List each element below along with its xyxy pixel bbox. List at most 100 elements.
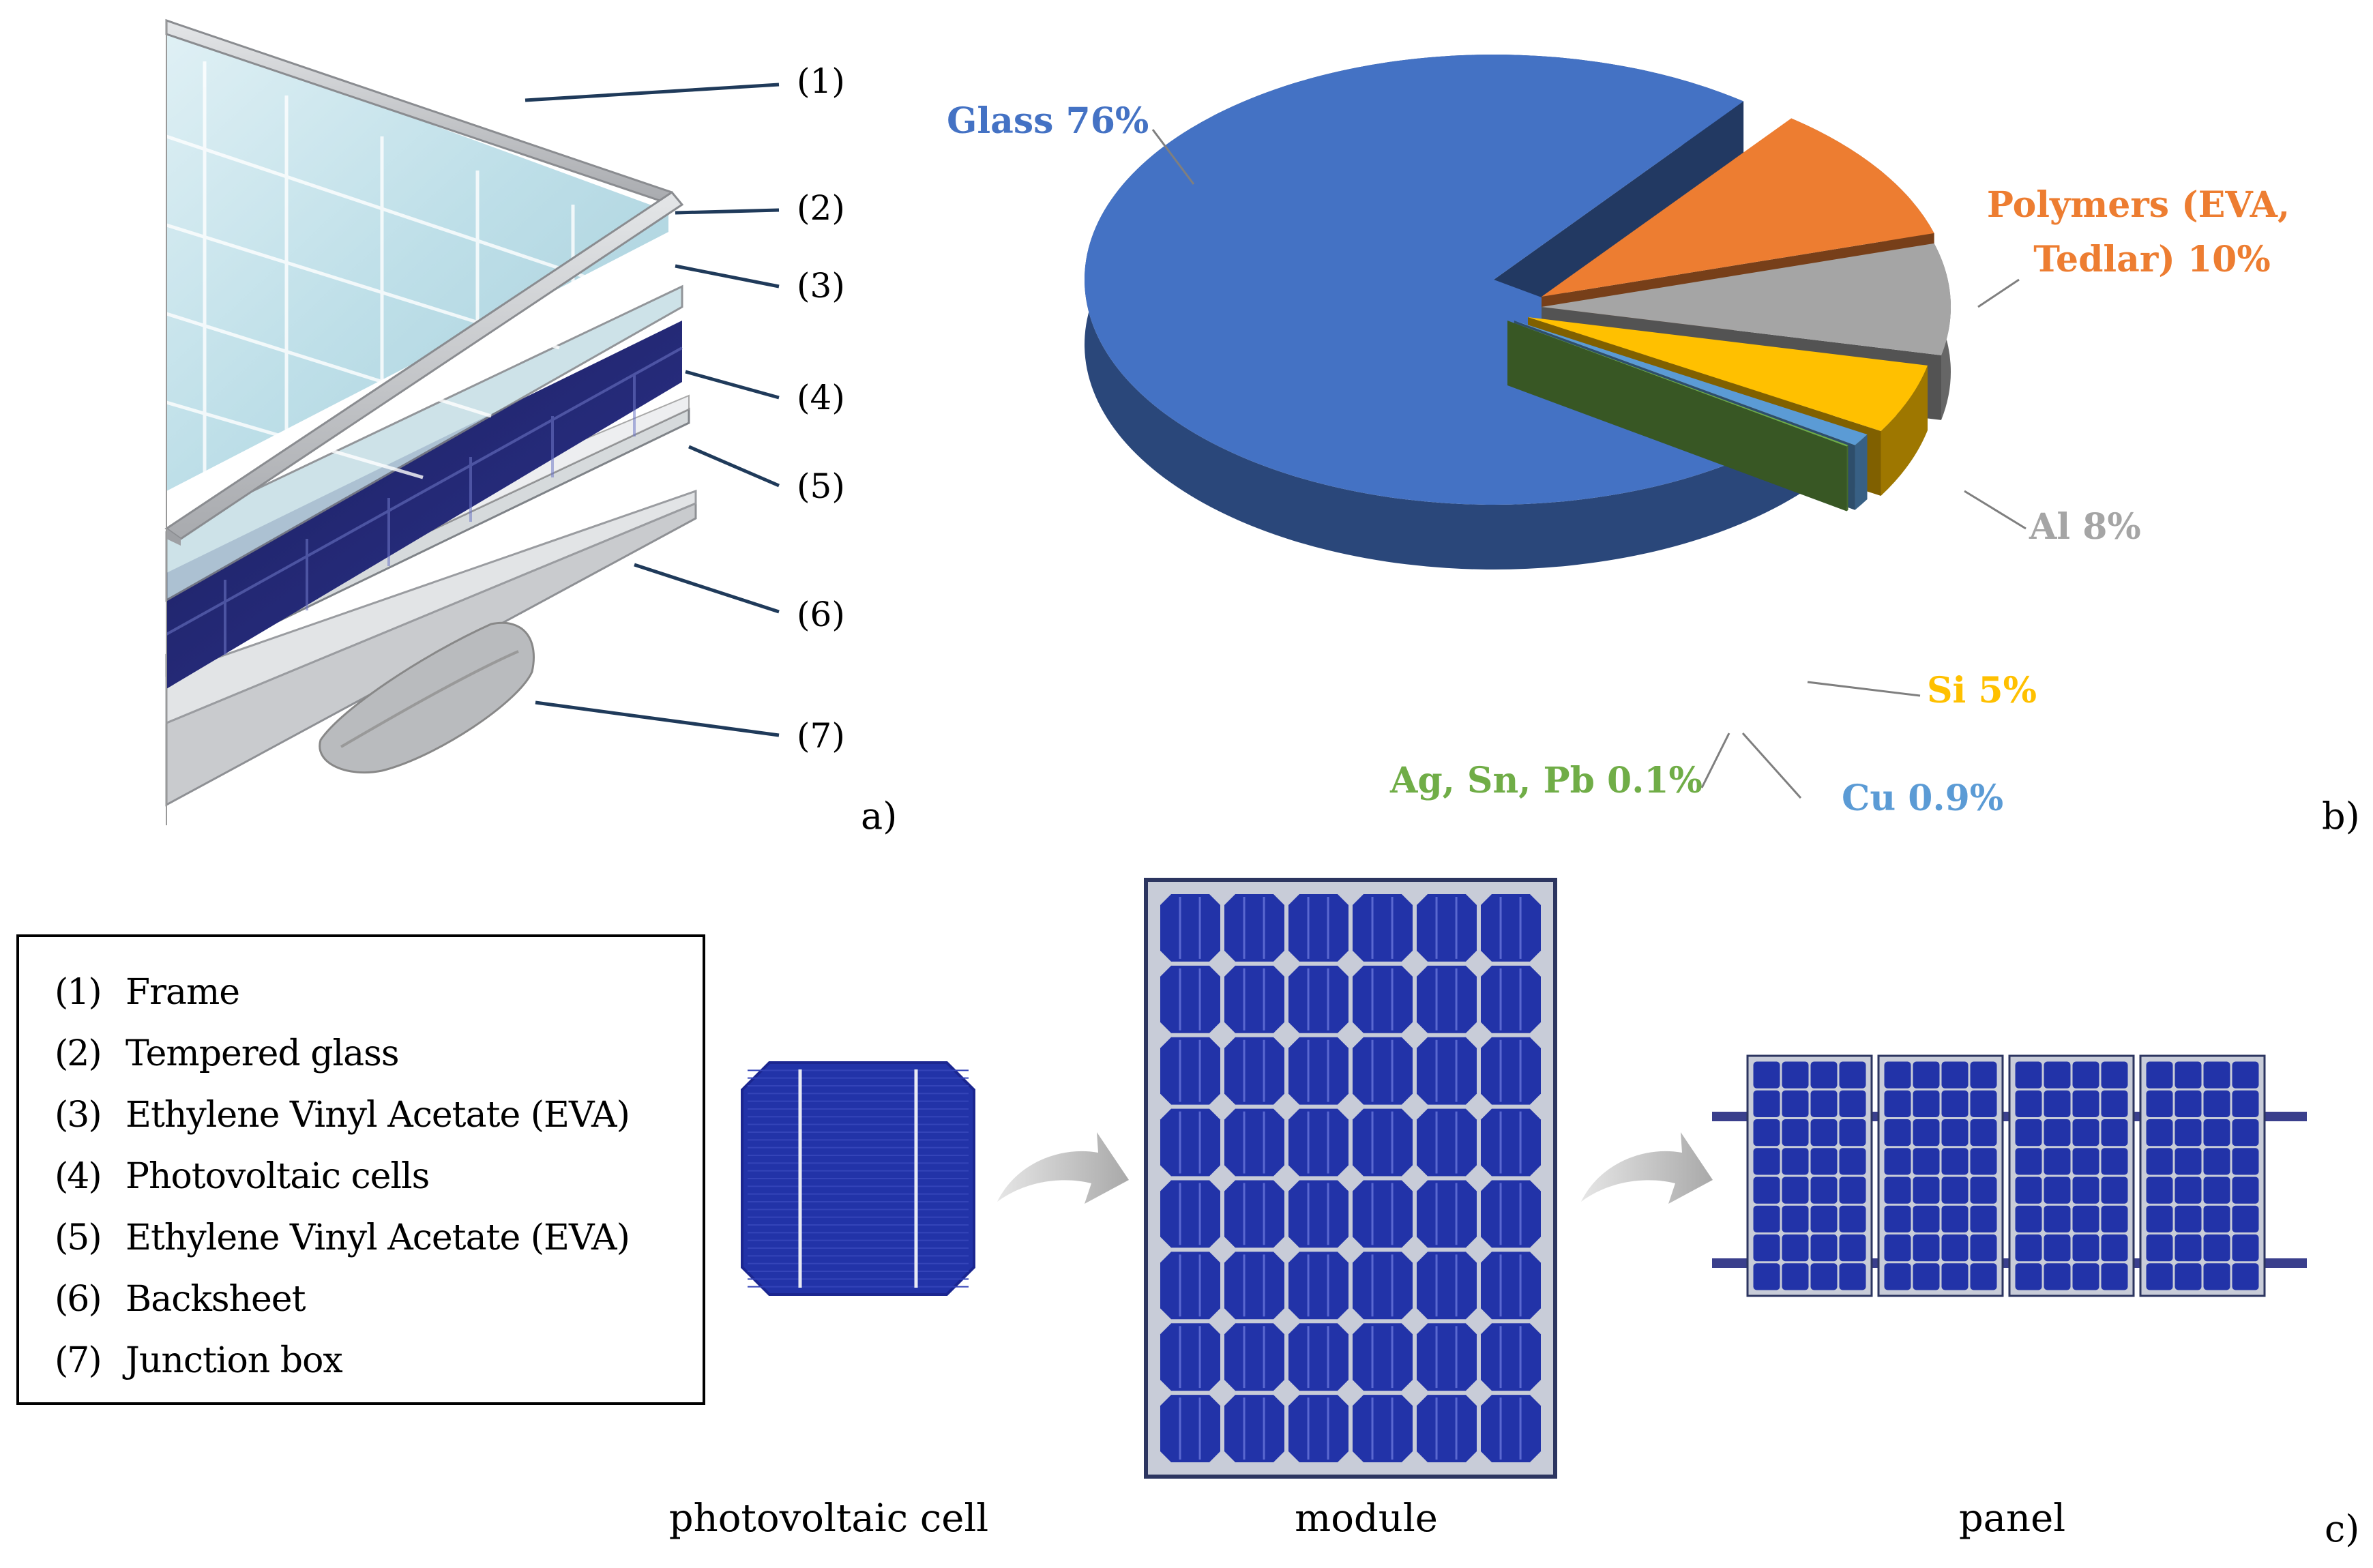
module-cell <box>1481 965 1541 1033</box>
arrow-cell-to-module <box>997 1132 1129 1204</box>
panel-cell <box>2072 1119 2099 1147</box>
cell-grid-lines <box>166 346 683 655</box>
panel-cell <box>1839 1234 1866 1262</box>
panel-cell <box>2101 1119 2128 1147</box>
panel-cell <box>1884 1177 1911 1204</box>
legend-item: (6)Backsheet <box>55 1269 703 1330</box>
panel-cell <box>1839 1205 1866 1232</box>
legend-text: Backsheet <box>126 1279 306 1320</box>
panel-cell <box>1753 1148 1780 1175</box>
arrow-module-to-panel <box>1581 1132 1713 1204</box>
callout-2: (2) <box>797 188 845 228</box>
panel-cell <box>1884 1234 1911 1262</box>
panel-cell <box>1810 1061 1838 1089</box>
pv-module-illustration <box>1144 878 1557 1479</box>
panel-cell <box>1913 1090 1940 1117</box>
module-cell <box>1353 1252 1413 1320</box>
panel-cell <box>2175 1061 2202 1089</box>
panel-cell <box>2146 1061 2173 1089</box>
panel-cell <box>2044 1119 2071 1147</box>
caption-panel: panel <box>1959 1496 2065 1541</box>
panel-cell <box>1941 1090 1969 1117</box>
panel-cell <box>2101 1205 2128 1232</box>
panel-cell <box>1913 1205 1940 1232</box>
panel-cell <box>2232 1148 2259 1175</box>
panel-c-label: c) <box>2325 1507 2359 1550</box>
module-cell <box>1288 1252 1348 1320</box>
panel-cell <box>1913 1263 1940 1290</box>
module-cell <box>1481 1037 1541 1105</box>
panel-cell <box>1913 1119 1940 1147</box>
module-cell <box>1288 1395 1348 1462</box>
panel-cell <box>2015 1205 2042 1232</box>
panel-cell <box>2044 1205 2071 1232</box>
panel-cell <box>2203 1090 2230 1117</box>
pie-leader-line <box>1700 733 1730 788</box>
panel-cell <box>1941 1234 1969 1262</box>
panel-cell <box>1810 1234 1838 1262</box>
panel-cell <box>2175 1205 2202 1232</box>
panel-cell <box>1810 1090 1838 1117</box>
module-cell <box>1417 1180 1477 1248</box>
caption-module: module <box>1295 1496 1438 1541</box>
legend-item: (7)Junction box <box>55 1330 703 1391</box>
panel-cell <box>1884 1061 1911 1089</box>
panel-cell <box>1884 1148 1911 1175</box>
panel-cell <box>2146 1177 2173 1204</box>
panel-cell <box>2072 1061 2099 1089</box>
callout-labels: (1) (2) (3) (4) (5) (6) (7) <box>797 61 845 756</box>
module-cell <box>1224 1252 1284 1320</box>
panel-cell <box>2232 1119 2259 1147</box>
panel-cell <box>2101 1263 2128 1290</box>
panel-cell <box>1913 1061 1940 1089</box>
module-cell <box>1288 965 1348 1033</box>
pie-label: Al 8% <box>2029 506 2141 548</box>
glass-cell-outlines <box>166 61 615 479</box>
panel-cell <box>2232 1205 2259 1232</box>
module-cell <box>1288 1323 1348 1391</box>
module-cell <box>1160 1395 1220 1462</box>
pv-module-exploded-illustration <box>164 18 697 825</box>
panel-cell <box>2072 1234 2099 1262</box>
panel-cell <box>2175 1263 2202 1290</box>
module-cell <box>1417 1395 1477 1462</box>
panel-cell <box>2015 1263 2042 1290</box>
module-cell <box>1353 894 1413 962</box>
module-cell <box>1417 1108 1477 1177</box>
legend-item: (5)Ethylene Vinyl Acetate (EVA) <box>55 1207 703 1269</box>
module-cell <box>1160 894 1220 962</box>
callout-leader-lines <box>525 83 780 737</box>
panel-cell <box>1753 1263 1780 1290</box>
module-cell <box>1353 1180 1413 1248</box>
panel-cell <box>2015 1090 2042 1117</box>
panel-cell <box>2072 1090 2099 1117</box>
panel-cell <box>2146 1205 2173 1232</box>
module-cell <box>1353 965 1413 1033</box>
pie-slice-side-si <box>1881 365 1928 496</box>
panel-cell <box>2146 1148 2173 1175</box>
legend-text: Photovoltaic cells <box>126 1156 430 1197</box>
callout-7: (7) <box>797 716 845 756</box>
panel-cell <box>1753 1090 1780 1117</box>
pie-slice-cu <box>1514 321 1868 445</box>
callout-6: (6) <box>797 595 845 634</box>
module-cell <box>1224 1037 1284 1105</box>
panel-cell <box>1884 1205 1911 1232</box>
module-cell <box>1160 1108 1220 1177</box>
module-cell <box>1160 1323 1220 1391</box>
pie-label: Polymers (EVA, <box>1987 184 2290 226</box>
tempered-glass-layer <box>166 27 668 491</box>
panel-cell <box>2203 1205 2230 1232</box>
panel-cell <box>2146 1090 2173 1117</box>
photovoltaic-cell-illustration <box>741 1061 975 1296</box>
module-cell <box>1160 1252 1220 1320</box>
legend-number: (7) <box>55 1340 102 1381</box>
panel-cell <box>1913 1234 1940 1262</box>
panel-cell <box>2044 1177 2071 1204</box>
panel-cell <box>2203 1061 2230 1089</box>
panel-cell <box>1941 1061 1969 1089</box>
module-cell <box>1417 965 1477 1033</box>
pie-leader-line <box>1151 129 1195 185</box>
panel-cell <box>2101 1061 2128 1089</box>
panel-cell <box>1970 1090 1997 1117</box>
